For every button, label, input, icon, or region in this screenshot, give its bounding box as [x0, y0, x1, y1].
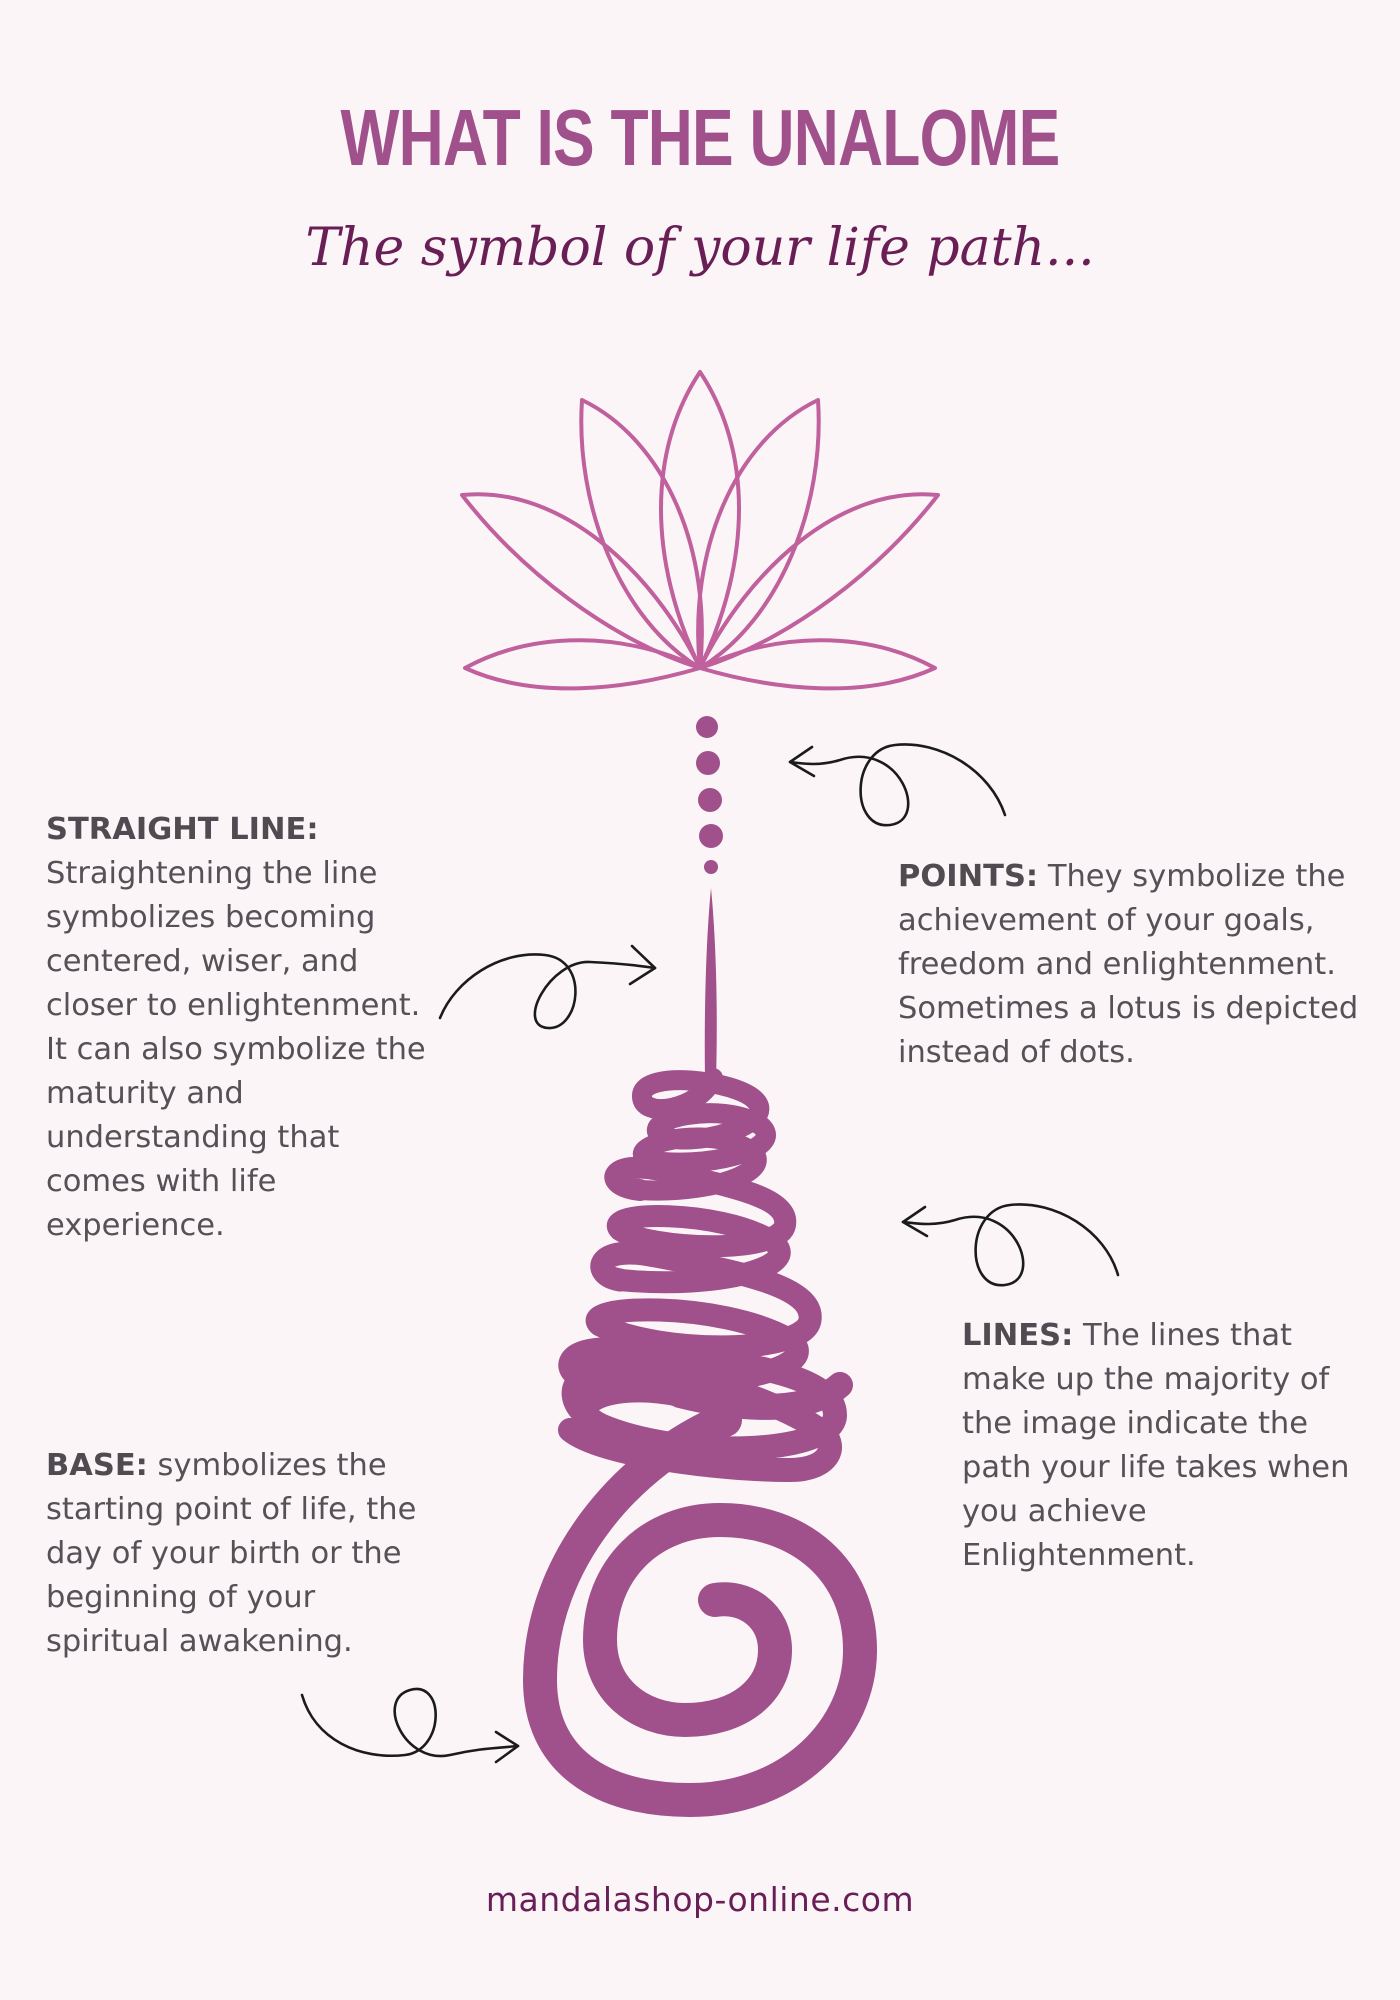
straight-line-heading: STRAIGHT LINE: — [46, 812, 319, 847]
arrow-to-lines-icon — [901, 1203, 1120, 1287]
unalome-lines — [558, 1068, 853, 1482]
points-text: They symbolize the achievement of your g… — [898, 859, 1359, 1070]
base-text: symbolizes the starting point of life, t… — [46, 1448, 417, 1659]
arrow-to-points-icon — [788, 743, 1007, 827]
page-title: WHAT IS THE UNALOME — [340, 93, 1061, 182]
points-heading: POINTS: — [898, 859, 1039, 894]
lotus-flower-icon — [460, 370, 940, 691]
unalome-point-1 — [696, 716, 718, 738]
base-heading: BASE: — [46, 1448, 148, 1483]
unalome-point-5 — [704, 860, 718, 874]
points-description: POINTS: They symbolize the achievement o… — [898, 855, 1368, 1075]
footer-website[interactable]: mandalashop-online.com — [485, 1880, 915, 1919]
unalome-point-2 — [696, 751, 720, 775]
lines-text: The lines that make up the majority of t… — [962, 1318, 1350, 1573]
lines-description: LINES: The lines that make up the majori… — [962, 1314, 1362, 1578]
straight-line-description: STRAIGHT LINE: Straightening the line sy… — [46, 808, 436, 1248]
straight-line-text: Straightening the line symbolizes becomi… — [46, 856, 426, 1243]
unalome-point-3 — [698, 788, 722, 812]
lines-heading: LINES: — [962, 1318, 1074, 1353]
unalome-straight-line — [704, 888, 717, 1080]
unalome-base-spiral — [522, 1403, 878, 1818]
page-subtitle: The symbol of your life path... — [305, 218, 1095, 278]
unalome-symbol-icon — [522, 716, 878, 1818]
unalome-point-4 — [699, 824, 723, 848]
base-description: BASE: symbolizes the starting point of l… — [46, 1444, 436, 1664]
arrow-to-base-icon — [300, 1687, 520, 1764]
arrow-to-straight-line-icon — [438, 944, 657, 1030]
